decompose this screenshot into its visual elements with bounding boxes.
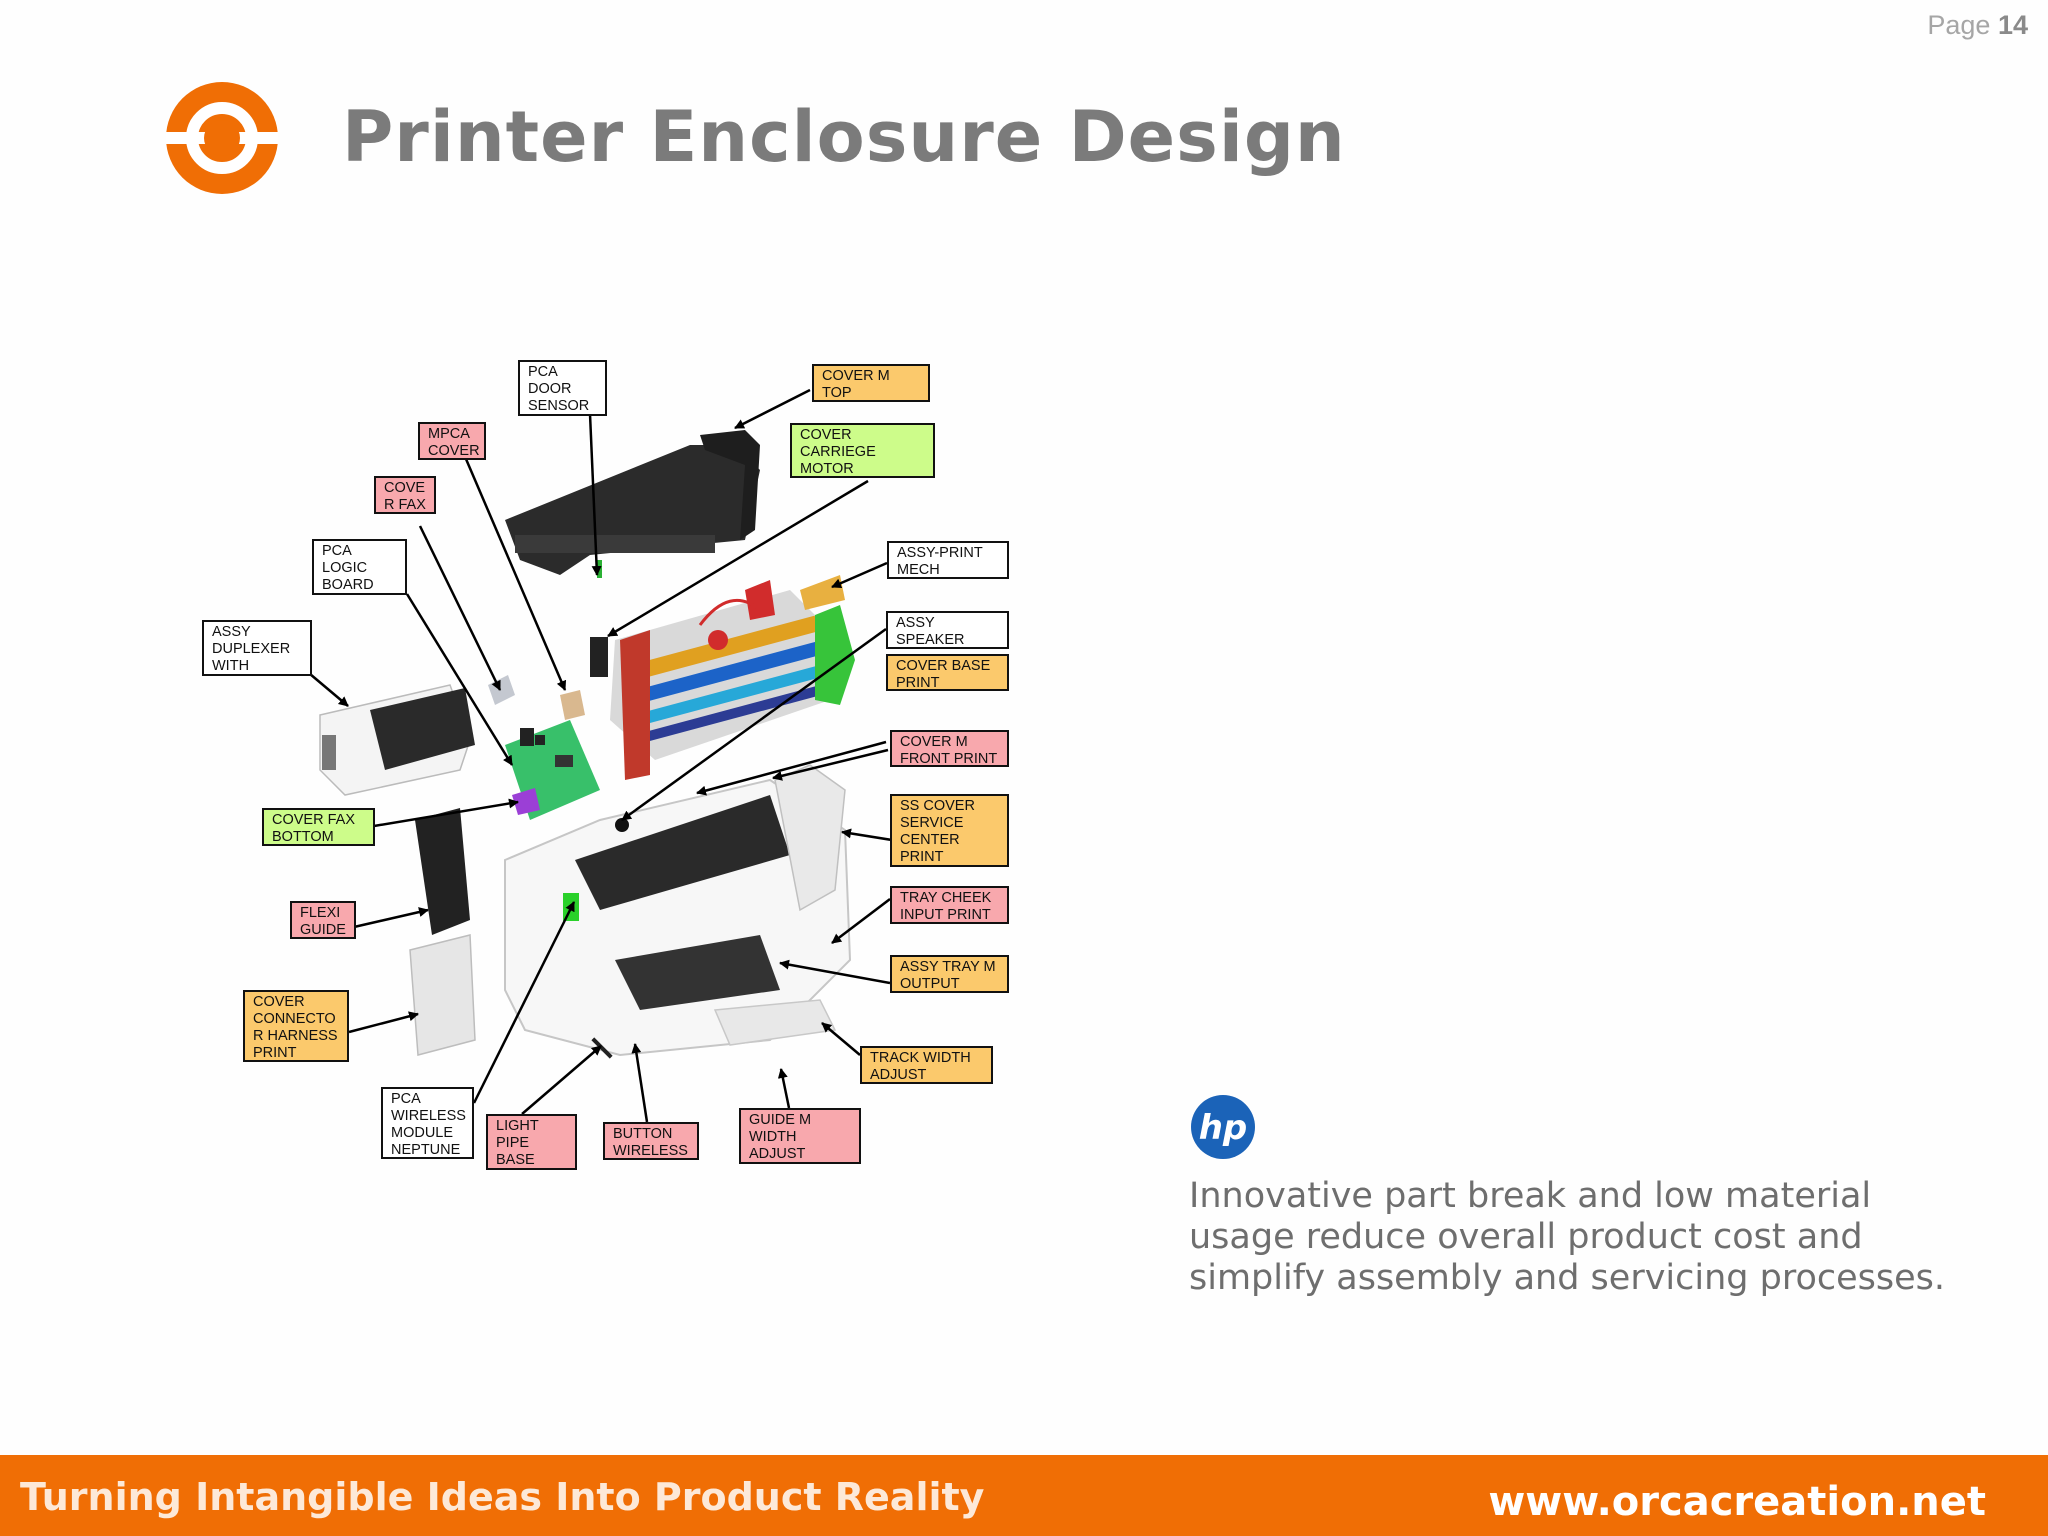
label-button-wireless: BUTTON WIRELESS [603,1122,699,1160]
page-label: Page [1927,10,1991,40]
footer-tagline: Turning Intangible Ideas Into Product Re… [20,1475,985,1519]
pca-logic-board-part [488,675,600,820]
label-cover-base-print: COVER BASE PRINT [886,654,1009,691]
page-number: Page 14 [1927,10,2028,41]
label-cover-fax-bottom: COVER FAX BOTTOM [262,808,375,846]
label-pca-door-sensor: PCA DOOR SENSOR [518,360,607,416]
hp-logo-text: hp [1199,1108,1248,1148]
footer-bar: Turning Intangible Ideas Into Product Re… [0,1455,2048,1536]
label-cover-m-top: COVER M TOP [812,364,930,402]
label-mpca-cover: MPCA COVER [418,422,486,460]
label-tray-cheek-input-print: TRAY CHEEK INPUT PRINT [890,886,1009,924]
label-cover-fax: COVE R FAX [374,476,436,514]
cover-base-print-part [409,764,852,1059]
page-number-value: 14 [1997,10,2028,40]
label-guide-m-width-adjust: GUIDE M WIDTH ADJUST PRINT [739,1108,861,1164]
label-pca-wireless-module: PCA WIRELESS MODULE NEPTUNE [381,1087,474,1159]
label-assy-duplexer: ASSY DUPLEXER WITH COVER [202,620,312,676]
label-ss-cover-service-center: SS COVER SERVICE CENTER PRINT [890,794,1009,867]
page-title: Printer Enclosure Design [342,96,1346,178]
assy-duplexer-part [319,684,475,796]
label-pca-logic-board: PCA LOGIC BOARD (WALLACE) [312,539,407,595]
label-light-pipe-base: LIGHT PIPE BASE [486,1114,577,1170]
hp-logo-icon: hp [1191,1095,1255,1159]
leader-arrows [309,388,893,1123]
label-cover-carriege-motor: COVER CARRIEGE MOTOR [790,423,935,478]
label-assy-tray-m-output: ASSY TRAY M OUTPUT [890,955,1009,993]
orca-logo-icon [166,82,278,194]
label-assy-speaker: ASSY SPEAKER [886,611,1009,649]
footer-website-link[interactable]: www.orcacreation.net [1488,1479,1986,1525]
label-cover-m-front-print: COVER M FRONT PRINT [890,730,1009,767]
label-assy-print-mech: ASSY-PRINT MECH [887,541,1009,579]
label-cover-connector-harness: COVER CONNECTO R HARNESS PRINT [243,990,349,1062]
label-track-width-adjust: TRACK WIDTH ADJUST [860,1046,993,1084]
cover-m-top-part [505,430,760,575]
description-text: Innovative part break and low material u… [1189,1176,1946,1298]
label-flexi-guide: FLEXI GUIDE [290,901,356,939]
